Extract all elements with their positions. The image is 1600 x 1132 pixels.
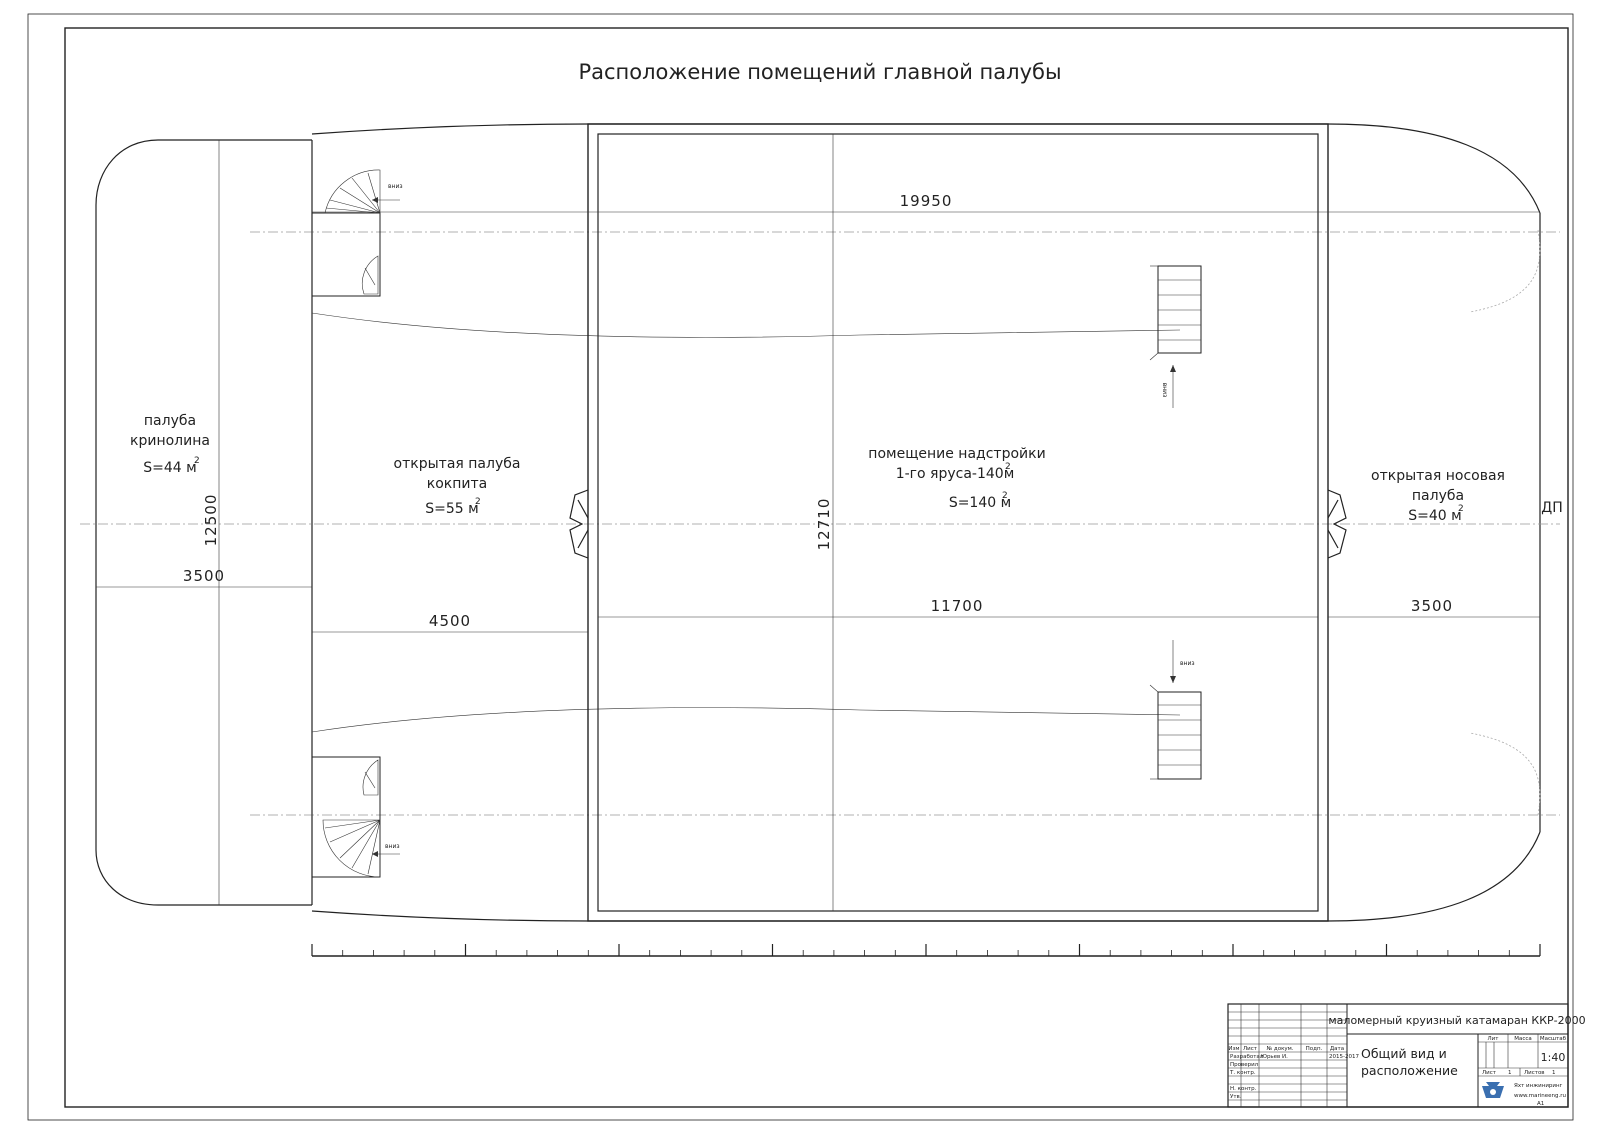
svg-text:Разработал: Разработал [1230, 1054, 1264, 1060]
stair-aft-top [311, 169, 381, 297]
svg-text:вниз: вниз [385, 843, 400, 850]
svg-text:3500: 3500 [1411, 597, 1453, 615]
inner-frame [64, 27, 1569, 1108]
company-website: www.marineeng.ru [1514, 1093, 1566, 1099]
hull-inner-bottom [311, 707, 1181, 733]
door-forward [1327, 489, 1347, 559]
drawing-title: Расположение помещений главной палубы [578, 60, 1061, 84]
svg-text:2: 2 [194, 456, 200, 466]
svg-text:Дата: Дата [1330, 1046, 1344, 1052]
svg-text:1: 1 [1508, 1070, 1512, 1076]
company-name: Яхт инжиниринг [1514, 1083, 1563, 1089]
svg-text:вниз: вниз [1180, 660, 1195, 667]
svg-text:Т. контр.: Т. контр. [1229, 1070, 1256, 1076]
svg-text:Н. контр.: Н. контр. [1230, 1086, 1257, 1092]
dimension-superstructure-width: 12710 [815, 498, 833, 551]
area-label-bow: открытая носовая палуба S=40 м 2 [1371, 468, 1505, 524]
svg-text:1-го яруса-140м: 1-го яруса-140м [896, 466, 1015, 482]
svg-text:Лист: Лист [1482, 1070, 1497, 1076]
svg-text:11700: 11700 [931, 597, 984, 615]
svg-text:Масштаб: Масштаб [1540, 1036, 1567, 1042]
svg-text:вниз: вниз [1161, 383, 1168, 398]
dimension-superstructure-length: 11700 [598, 597, 1318, 618]
outer-frame [27, 13, 1574, 1121]
doc-title-line1: Общий вид и [1361, 1046, 1447, 1061]
svg-text:Проверил: Проверил [1230, 1062, 1259, 1068]
svg-text:помещение надстройки: помещение надстройки [868, 446, 1045, 462]
svg-text:12500: 12500 [202, 494, 220, 547]
dimension-crinoline-length: 3500 [96, 567, 312, 588]
svg-text:2: 2 [475, 497, 481, 507]
svg-text:Лист: Лист [1243, 1046, 1258, 1052]
area-label-superstructure: помещение надстройки 1-го яруса-140м 2 S… [868, 446, 1045, 511]
svg-text:4500: 4500 [429, 612, 471, 630]
svg-text:S=55 м: S=55 м [425, 501, 478, 517]
stair-arrow-top: вниз [372, 183, 403, 203]
ladder-top: вниз [1149, 265, 1202, 408]
ladder-bottom: вниз [1149, 640, 1202, 780]
svg-text:Изм: Изм [1228, 1046, 1239, 1052]
project-name: маломерный круизный катамаран ККР-2000 [1328, 1014, 1585, 1027]
stair-aft-bottom [311, 756, 381, 878]
svg-text:Юрьев И.: Юрьев И. [1261, 1054, 1288, 1060]
svg-text:19950: 19950 [900, 192, 953, 210]
svg-text:Листов: Листов [1524, 1070, 1545, 1076]
svg-text:2: 2 [1458, 504, 1464, 514]
svg-text:открытая палуба: открытая палуба [394, 456, 521, 472]
scale-value: 1:40 [1541, 1051, 1566, 1064]
svg-text:S=40 м: S=40 м [1408, 508, 1461, 524]
dimension-cockpit-length: 4500 [312, 612, 588, 633]
area-label-cockpit: открытая палуба кокпита S=55 м 2 [394, 456, 521, 517]
svg-text:2: 2 [1005, 462, 1011, 472]
svg-text:палуба: палуба [1412, 488, 1464, 504]
svg-text:открытая носовая: открытая носовая [1371, 468, 1505, 484]
svg-text:3500: 3500 [183, 567, 225, 585]
svg-text:Подп.: Подп. [1306, 1046, 1323, 1052]
svg-text:кринолина: кринолина [130, 433, 210, 449]
svg-text:2015-2017: 2015-2017 [1329, 1054, 1359, 1060]
stair-arrow-bottom: вниз [372, 843, 400, 857]
frame-scale [311, 944, 1541, 957]
centerline-label: ДП [1541, 500, 1562, 516]
svg-text:№ докум.: № докум. [1266, 1046, 1293, 1052]
title-block: маломерный круизный катамаран ККР-2000 О… [1227, 1003, 1586, 1108]
area-label-crinoline: палуба кринолина S=44 м 2 [130, 413, 210, 476]
sheet-format: A1 [1537, 1101, 1544, 1107]
svg-text:Масса: Масса [1514, 1036, 1532, 1042]
svg-text:Утв.: Утв. [1230, 1094, 1242, 1100]
svg-text:1: 1 [1552, 1070, 1556, 1076]
svg-text:палуба: палуба [144, 413, 196, 429]
svg-text:12710: 12710 [815, 498, 833, 551]
door-aft [569, 489, 589, 559]
svg-text:Лит: Лит [1488, 1036, 1500, 1042]
dimension-bow-length: 3500 [1328, 597, 1540, 618]
svg-text:S=140 м: S=140 м [949, 495, 1011, 511]
svg-text:кокпита: кокпита [427, 476, 487, 492]
hull-inner-top [311, 312, 1181, 338]
svg-text:вниз: вниз [388, 183, 403, 190]
doc-title-line2: расположение [1361, 1063, 1458, 1078]
svg-text:2: 2 [1002, 491, 1008, 501]
dimension-overall-length: 19950 [312, 192, 1540, 213]
superstructure [587, 123, 1329, 922]
svg-text:S=44 м: S=44 м [143, 460, 196, 476]
dimension-crinoline-width: 12500 [202, 140, 220, 905]
company-logo-icon [1482, 1082, 1504, 1098]
